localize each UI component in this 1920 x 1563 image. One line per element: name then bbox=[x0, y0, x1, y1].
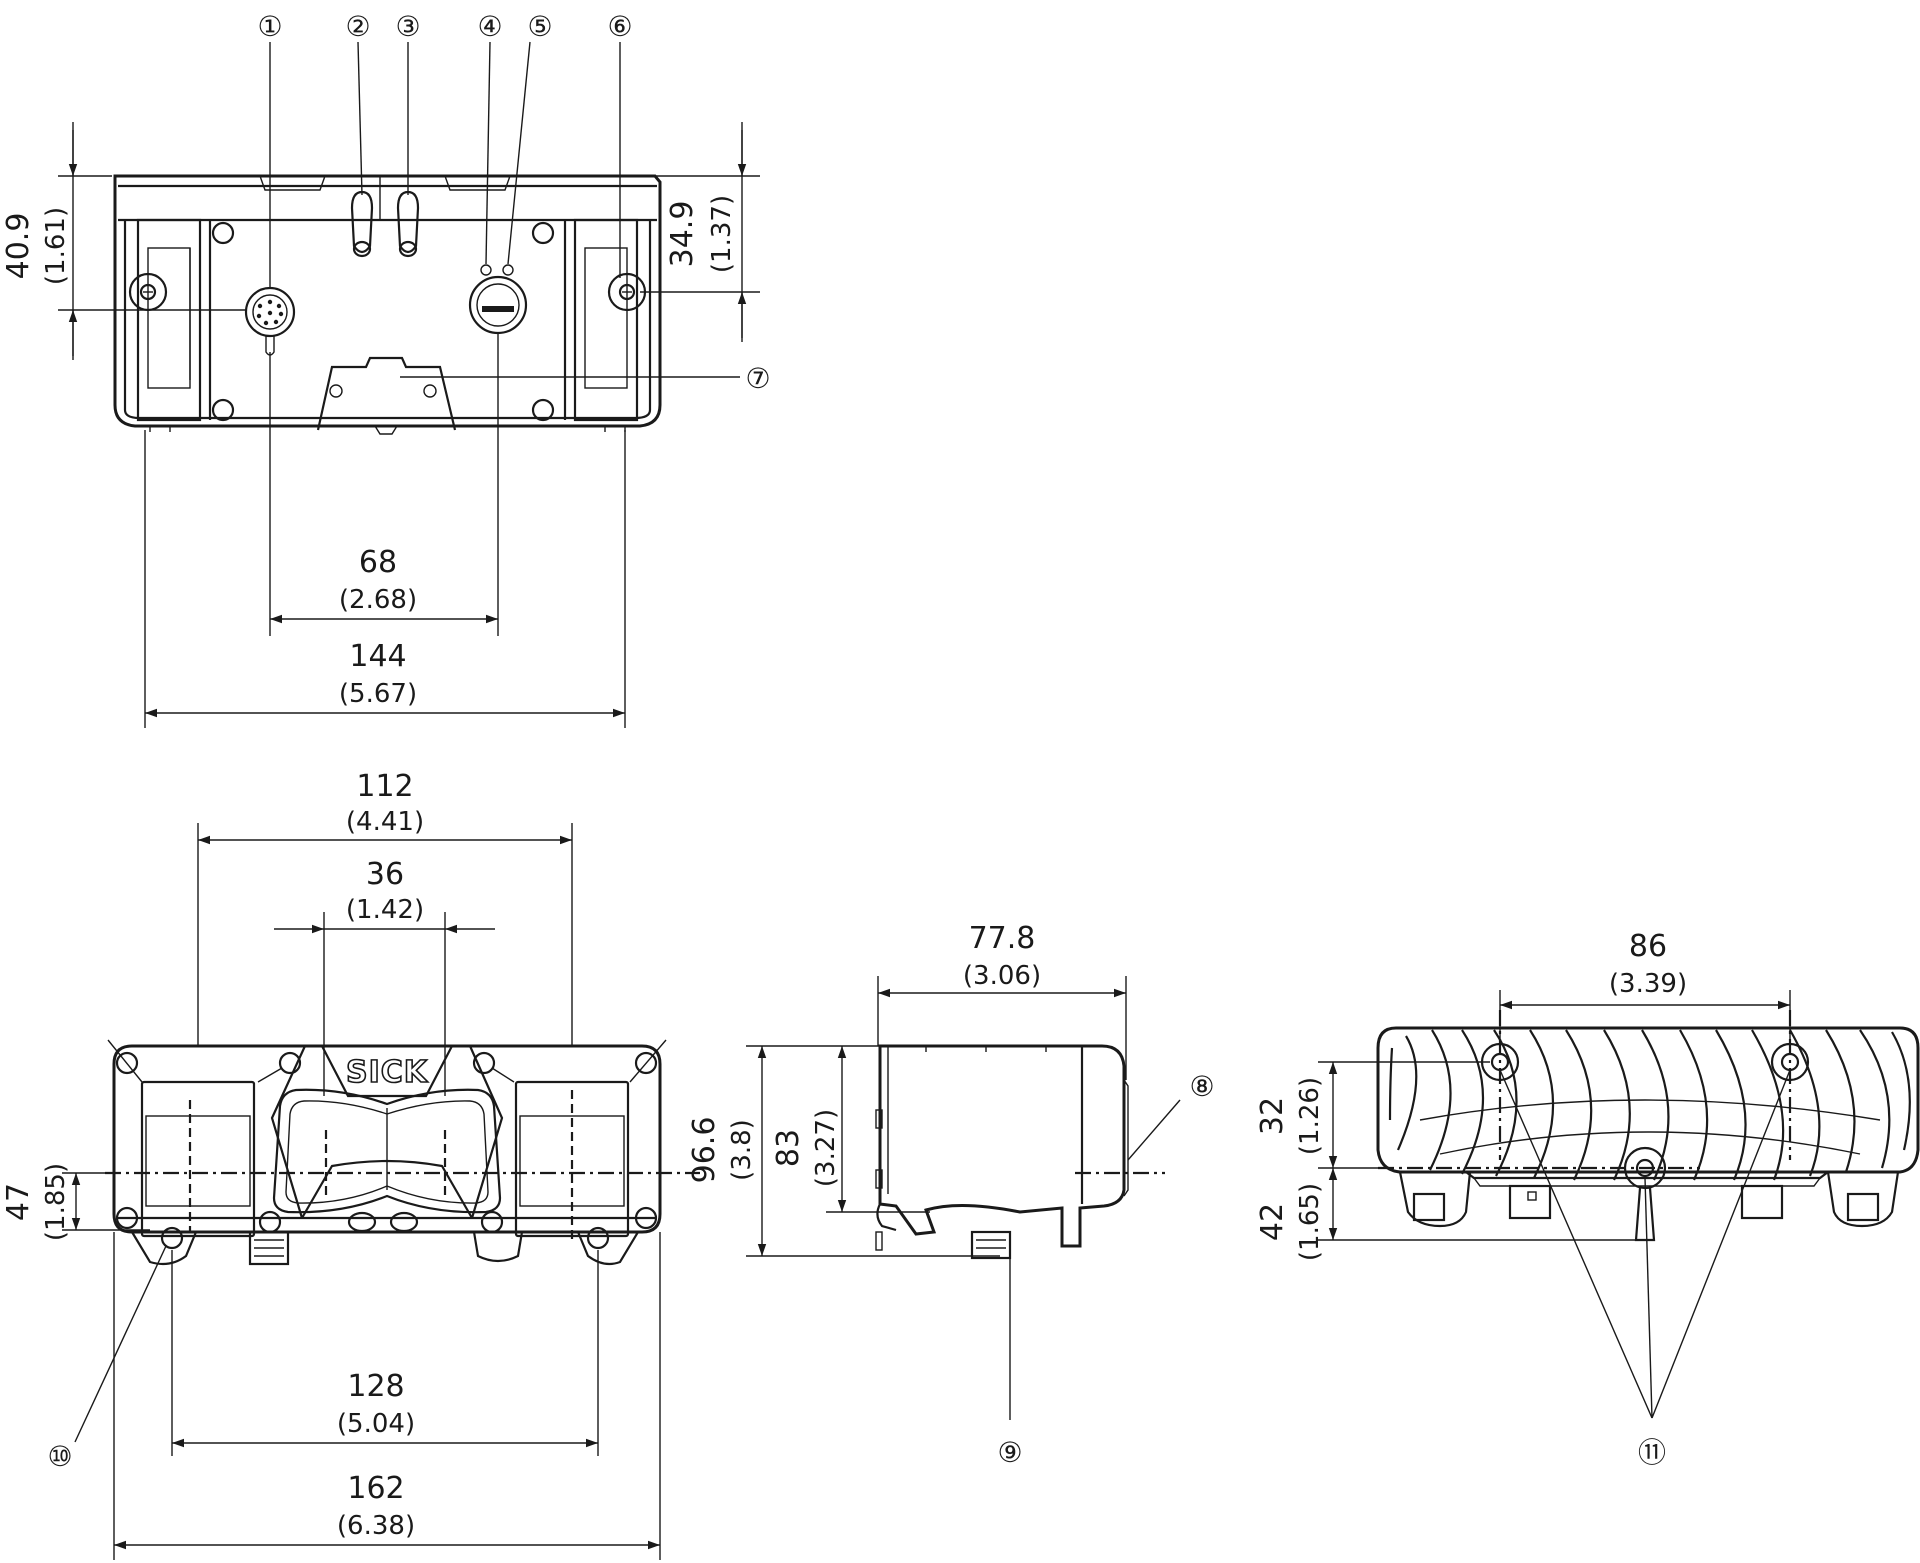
front-view: SICK bbox=[62, 823, 700, 1560]
dim-47-in: (1.85) bbox=[41, 1163, 71, 1241]
dim-162-in: (6.38) bbox=[337, 1511, 415, 1541]
callout-2: ② bbox=[345, 10, 370, 43]
dim-83-in: (3.27) bbox=[811, 1109, 841, 1187]
dim-96-6-mm: 96.6 bbox=[687, 1117, 722, 1184]
callout-11: ⑪ bbox=[1638, 1436, 1666, 1469]
dim-128-in: (5.04) bbox=[337, 1409, 415, 1439]
top-view bbox=[58, 41, 760, 728]
dim-40-9-mm: 40.9 bbox=[1, 213, 36, 280]
callout-1: ① bbox=[257, 10, 282, 43]
dim-112-in: (4.41) bbox=[346, 807, 424, 837]
sick-logo: SICK bbox=[346, 1055, 429, 1090]
dim-128-mm: 128 bbox=[347, 1369, 404, 1404]
dim-42-in: (1.65) bbox=[1295, 1183, 1325, 1261]
dim-47-mm: 47 bbox=[1, 1183, 36, 1221]
dim-32-in: (1.26) bbox=[1295, 1077, 1325, 1155]
dim-68-in: (2.68) bbox=[339, 585, 417, 615]
dim-96-6-in: (3.8) bbox=[727, 1119, 757, 1181]
callouts: ① ② ③ ④ ⑤ ⑥ ⑦ ⑧ ⑨ ⑩ ⑪ bbox=[47, 10, 1666, 1473]
dim-86-mm: 86 bbox=[1629, 929, 1667, 964]
dim-36-mm: 36 bbox=[366, 857, 404, 892]
callout-5: ⑤ bbox=[527, 10, 552, 43]
dim-40-9-in: (1.61) bbox=[41, 207, 71, 285]
dim-34-9-in: (1.37) bbox=[707, 195, 737, 273]
callout-7: ⑦ bbox=[745, 362, 770, 395]
callout-6: ⑥ bbox=[607, 10, 632, 43]
dim-144-mm: 144 bbox=[349, 639, 406, 674]
callout-3: ③ bbox=[395, 10, 420, 43]
dim-83-mm: 83 bbox=[771, 1129, 806, 1167]
dim-32-mm: 32 bbox=[1255, 1097, 1290, 1135]
dim-86-in: (3.39) bbox=[1609, 969, 1687, 999]
dim-36-in: (1.42) bbox=[346, 895, 424, 925]
dim-34-9-mm: 34.9 bbox=[665, 201, 700, 268]
dim-68-mm: 68 bbox=[359, 545, 397, 580]
side-view bbox=[746, 976, 1181, 1420]
dim-144-in: (5.67) bbox=[339, 679, 417, 709]
dim-77-8-in: (3.06) bbox=[963, 961, 1041, 991]
dim-42-mm: 42 bbox=[1255, 1203, 1290, 1241]
callout-4: ④ bbox=[477, 10, 502, 43]
dim-77-8-mm: 77.8 bbox=[969, 921, 1036, 956]
callout-8: ⑧ bbox=[1189, 1070, 1214, 1103]
callout-9: ⑨ bbox=[997, 1436, 1022, 1469]
dim-162-mm: 162 bbox=[347, 1471, 404, 1506]
callout-10: ⑩ bbox=[47, 1440, 72, 1473]
dimension-labels: 40.9 (1.61) 34.9 (1.37) 68 (2.68) 144 (5… bbox=[1, 195, 1687, 1541]
rear-view bbox=[1318, 990, 1920, 1419]
dim-112-mm: 112 bbox=[356, 769, 413, 804]
